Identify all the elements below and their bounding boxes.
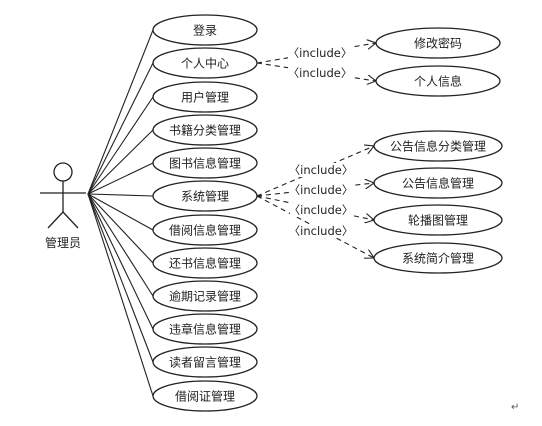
association-line: [87, 129, 154, 195]
include-label: 〈include〉: [289, 224, 354, 238]
use-case-label: 用户管理: [181, 90, 229, 105]
use-case-carousel-management: 轮播图管理: [373, 204, 503, 236]
use-case-label: 图书信息管理: [169, 156, 241, 171]
association-line: [87, 193, 154, 297]
paragraph-return-mark: ↵: [511, 402, 519, 413]
association-line: [87, 193, 154, 397]
use-case-label: 个人信息: [414, 74, 462, 89]
use-case-personal-center: 个人中心: [152, 47, 258, 79]
use-case-notice-category-management: 公告信息分类管理: [373, 130, 503, 162]
use-case-login: 登录: [152, 14, 258, 46]
use-case-ellipse: [152, 147, 258, 179]
use-case-ellipse: [152, 313, 258, 345]
include-label: 〈include〉: [288, 46, 353, 60]
include-label-bg: [290, 203, 352, 217]
use-case-notice-info-management: 公告信息管理: [373, 167, 503, 199]
association-line: [87, 193, 154, 363]
system-management-includes: 〈include〉 〈include〉 〈include〉 〈include〉 …: [256, 130, 503, 274]
include-label: 〈include〉: [289, 183, 354, 197]
use-case-label: 修改密码: [414, 36, 462, 51]
association-line: [87, 193, 154, 264]
use-case-ellipse: [152, 81, 258, 113]
use-case-label: 个人中心: [181, 56, 229, 71]
use-case-library-card-management: 借阅证管理: [152, 380, 258, 412]
include-arrow: [256, 43, 376, 64]
association-lines: [87, 29, 154, 397]
association-line: [87, 193, 154, 330]
use-case-user-management: 用户管理: [152, 81, 258, 113]
use-case-label: 借阅证管理: [175, 389, 235, 404]
include-arrow: [256, 195, 374, 220]
use-case-book-category-management: 书籍分类管理: [152, 114, 258, 146]
association-line: [87, 29, 154, 195]
use-case-book-info-management: 图书信息管理: [152, 147, 258, 179]
use-case-ellipse: [152, 14, 258, 46]
use-case-overdue-record-management: 逾期记录管理: [152, 280, 258, 312]
include-label-bg: [290, 183, 352, 197]
use-case-ellipse: [375, 65, 501, 97]
include-label: 〈include〉: [289, 203, 354, 217]
use-case-ellipse: [152, 346, 258, 378]
use-case-label: 违章信息管理: [169, 322, 241, 337]
use-case-ellipse: [152, 247, 258, 279]
use-case-system-intro-management: 系统简介管理: [373, 242, 503, 274]
use-case-ellipse: [152, 214, 258, 246]
association-line: [87, 193, 154, 197]
use-case-violation-info-management: 违章信息管理: [152, 313, 258, 345]
use-case-label: 系统管理: [181, 189, 229, 204]
use-case-ellipse: [375, 27, 501, 59]
include-arrow: [256, 62, 376, 81]
use-case-reader-message-management: 读者留言管理: [152, 346, 258, 378]
use-case-ellipse: [373, 242, 503, 274]
use-case-label: 轮播图管理: [408, 213, 468, 228]
use-case-ellipse: [373, 130, 503, 162]
use-case-system-management: 系统管理: [152, 180, 258, 212]
use-case-ellipse: [152, 280, 258, 312]
use-case-label: 书籍分类管理: [169, 123, 241, 138]
include-label: 〈include〉: [289, 163, 354, 177]
use-case-label: 登录: [193, 23, 217, 38]
include-label: 〈include〉: [288, 66, 353, 80]
use-case-label: 还书信息管理: [169, 256, 241, 271]
use-case-ellipse: [152, 114, 258, 146]
include-label-bg: [288, 66, 352, 80]
actor-head: [53, 162, 73, 182]
association-line: [87, 96, 154, 195]
use-case-label: 公告信息管理: [402, 176, 474, 191]
use-case-label: 逾期记录管理: [169, 289, 241, 304]
actor-figure: 管理员: [40, 162, 86, 250]
use-case-personal-info: 个人信息: [375, 65, 501, 97]
include-label-bg: [288, 46, 352, 60]
include-label-bg: [290, 224, 352, 238]
actor-left-leg: [47, 211, 64, 229]
use-case-ellipse: [373, 204, 503, 236]
personal-center-includes: 〈include〉 〈include〉 修改密码 个人信息: [256, 27, 501, 97]
association-line: [87, 162, 154, 195]
use-case-label: 系统简介管理: [402, 251, 474, 266]
main-use-cases: 登录 个人中心 用户管理 书籍分类管理 图书信息管理 系统管理 借阅信息管理: [152, 14, 258, 412]
actor-label: 管理员: [45, 235, 81, 250]
use-case-label: 读者留言管理: [169, 355, 241, 370]
association-line: [87, 193, 154, 231]
use-case-return-info-management: 还书信息管理: [152, 247, 258, 279]
use-case-borrow-info-management: 借阅信息管理: [152, 214, 258, 246]
use-case-change-password: 修改密码: [375, 27, 501, 59]
include-label-bg: [290, 163, 352, 177]
use-case-ellipse: [152, 380, 258, 412]
association-line: [87, 62, 154, 195]
actor-right-leg: [62, 211, 79, 229]
use-case-label: 公告信息分类管理: [390, 139, 486, 154]
use-case-ellipse: [373, 167, 503, 199]
use-case-label: 借阅信息管理: [169, 223, 241, 238]
